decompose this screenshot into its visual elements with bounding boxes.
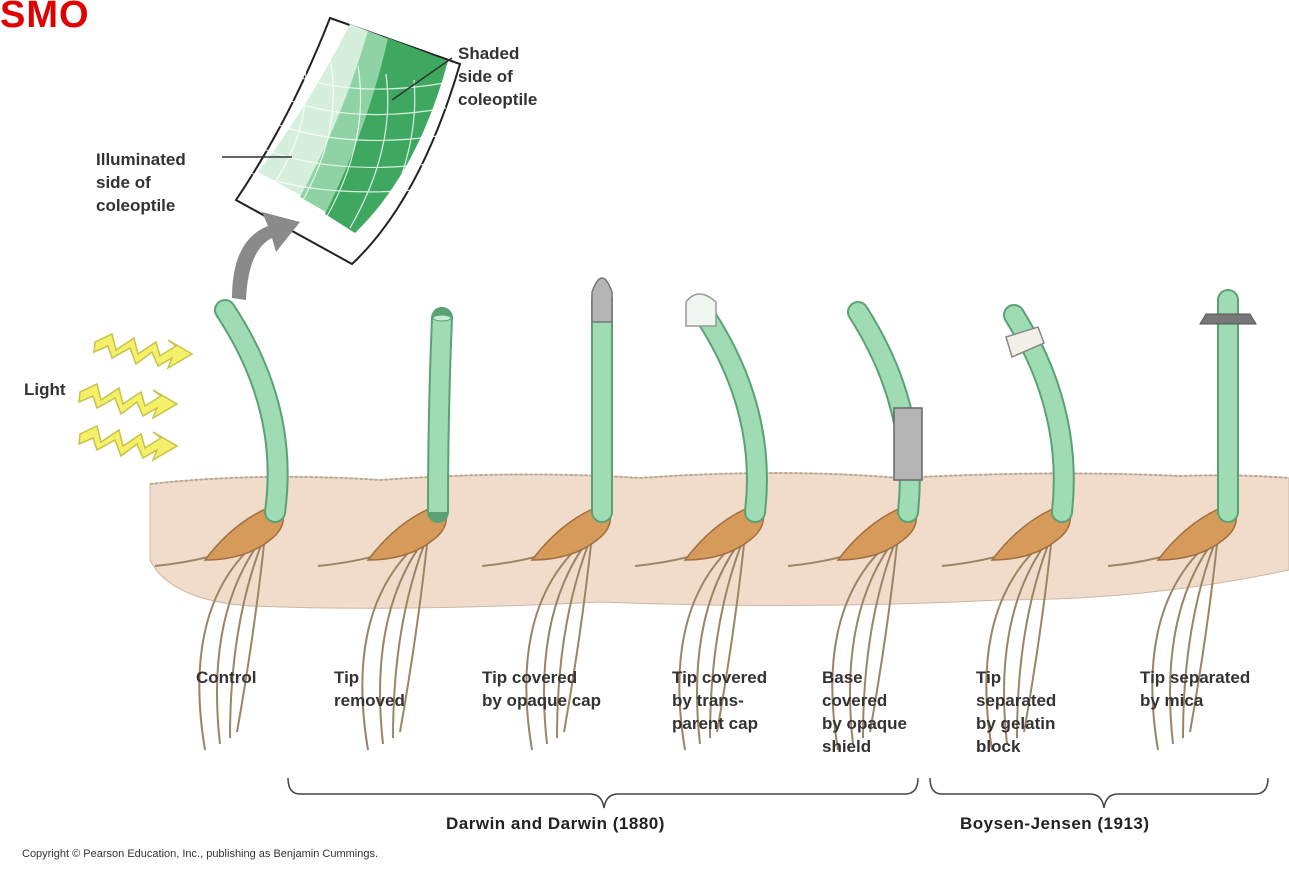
caption-line: Control	[196, 666, 256, 689]
transparent-cap	[686, 294, 716, 326]
boysen-jensen-brace	[930, 778, 1268, 808]
illuminated-label-line: side of	[96, 171, 186, 194]
caption-line: Tip	[334, 666, 405, 689]
caption-line: by gelatin	[976, 712, 1056, 735]
caption-line: covered	[822, 689, 907, 712]
opaque-shield-caption: Base covered by opaque shield	[822, 666, 907, 758]
caption-line: Tip covered	[482, 666, 601, 689]
darwin-group-label: Darwin and Darwin (1880)	[446, 814, 665, 834]
opaque-shield	[894, 408, 922, 480]
illuminated-side-label: Illuminated side of coleoptile	[96, 148, 186, 217]
light-label: Light	[24, 378, 66, 401]
caption-line: by opaque	[822, 712, 907, 735]
corner-title: SMO	[0, 0, 90, 37]
mica-caption: Tip separated by mica	[1140, 666, 1250, 712]
caption-line: Tip	[976, 666, 1056, 689]
grey-arrow	[232, 212, 300, 300]
tip-removed-caption: Tip removed	[334, 666, 405, 712]
caption-line: Tip covered	[672, 666, 767, 689]
transparent-cap-caption: Tip covered by trans- parent cap	[672, 666, 767, 735]
shaded-label-line: Shaded	[458, 42, 537, 65]
control-caption: Control	[196, 666, 256, 689]
mica-sheet	[1200, 314, 1256, 324]
shaded-label-line: side of	[458, 65, 537, 88]
caption-line: separated	[976, 689, 1056, 712]
caption-line: shield	[822, 735, 907, 758]
shaded-side-label: Shaded side of coleoptile	[458, 42, 537, 111]
caption-line: removed	[334, 689, 405, 712]
boysen-jensen-group-label: Boysen-Jensen (1913)	[960, 814, 1150, 834]
caption-line: by opaque cap	[482, 689, 601, 712]
light-waves	[79, 334, 192, 460]
cut-tip	[433, 315, 451, 321]
caption-line: by mica	[1140, 689, 1250, 712]
gelatin-block-caption: Tip separated by gelatin block	[976, 666, 1056, 758]
caption-line: by trans-	[672, 689, 767, 712]
shaded-label-line: coleoptile	[458, 88, 537, 111]
illuminated-label-line: coleoptile	[96, 194, 186, 217]
copyright-notice: Copyright © Pearson Education, Inc., pub…	[22, 848, 378, 860]
caption-line: parent cap	[672, 712, 767, 735]
opaque-cap	[592, 278, 612, 322]
opaque-cap-caption: Tip covered by opaque cap	[482, 666, 601, 712]
illuminated-label-line: Illuminated	[96, 148, 186, 171]
caption-line: block	[976, 735, 1056, 758]
darwin-brace	[288, 778, 918, 808]
caption-line: Tip separated	[1140, 666, 1250, 689]
caption-line: Base	[822, 666, 907, 689]
